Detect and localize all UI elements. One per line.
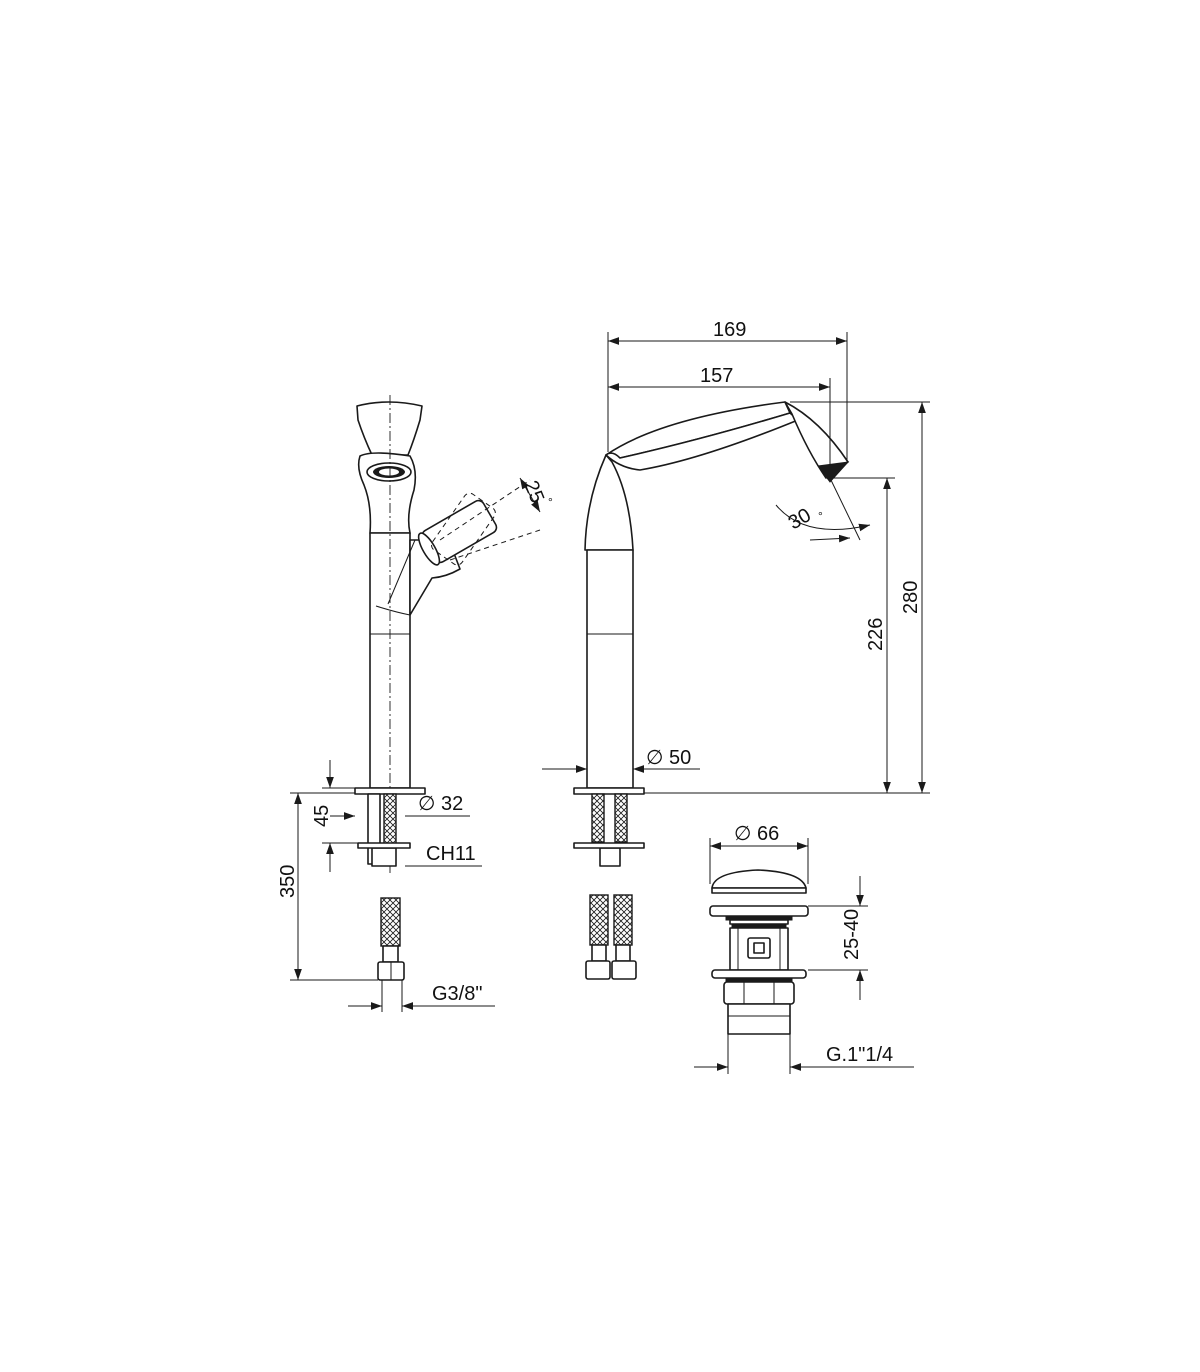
side-column [586,549,634,789]
shank-length-label: 45 [311,805,333,827]
waste-lower-washer [711,969,807,979]
side-hose-nut-right [611,960,637,980]
waste-view [709,869,809,1035]
side-hose-right [613,894,633,946]
nut-size-label: CH11 [426,843,476,865]
front-fixing-plate [357,842,411,849]
side-hose-nut-left [585,960,611,980]
overall-height-label: 280 [900,581,922,614]
side-hose-left [589,894,609,946]
waste-flange [709,905,809,917]
side-base-plate [573,787,645,795]
front-body-diameter-label: ∅ 32 [418,793,463,815]
side-upper-body [584,454,634,551]
handle-angle-degree: ° [548,495,553,509]
waste-cap [711,869,807,889]
waste-cap-diameter-label: ∅ 66 [734,823,779,845]
side-view [573,401,850,980]
hose-length-label: 350 [277,865,299,898]
spout-reach-label: 157 [700,365,733,387]
side-fixing-plate [573,842,645,849]
handle-angle-value: 25 [519,478,548,507]
side-body-diameter-label: ∅ 50 [646,747,691,769]
waste-dimensions: ∅ 66 25-40 G.1"1/4 [694,823,914,1074]
spout-height-label: 226 [865,618,887,651]
side-dimensions: 169 157 30 ° 226 280 ∅ 50 [542,319,930,794]
hose-thread-label: G3/8" [432,983,482,1005]
lever-grip [417,499,498,566]
front-base-plate [354,787,426,795]
spout-angle-value: 30 [785,504,815,534]
waste-adjust-range-label: 25-40 [841,909,863,960]
waste-nut [723,981,795,1005]
spout-angle-degree: ° [818,509,823,523]
overall-reach-label: 169 [713,319,746,341]
waste-tail [727,1003,791,1035]
waste-thread-label: G.1"1/4 [826,1044,893,1066]
front-hose [380,897,401,947]
front-handle-knob [356,401,423,456]
front-view [354,395,498,981]
